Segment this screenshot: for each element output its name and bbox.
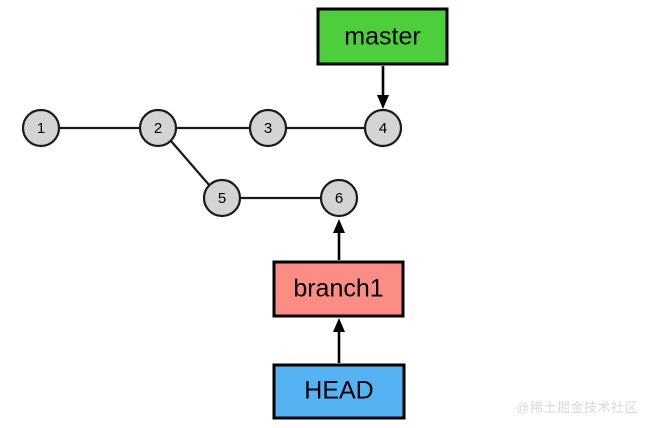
- head-arrow-head: [333, 318, 345, 332]
- commit-5-label: 5: [218, 190, 226, 207]
- commit-3-label: 3: [264, 120, 272, 137]
- edge-2-5: [170, 140, 211, 187]
- branch1-box-rect[interactable]: [272, 260, 405, 318]
- ref-branch1[interactable]: branch1: [272, 260, 405, 318]
- commit-3-circle[interactable]: [248, 108, 288, 148]
- commit-2-label: 2: [154, 120, 162, 137]
- commit-node-1[interactable]: 1: [21, 108, 61, 148]
- watermark: @稀土掘金技术社区: [516, 400, 638, 415]
- head-to-branch1-arrow: [333, 318, 345, 363]
- ref-boxes: master branch1 HEAD: [272, 7, 449, 420]
- head-box-label: HEAD: [304, 377, 373, 405]
- commit-node-2[interactable]: 2: [138, 108, 178, 148]
- master-arrow-head: [377, 95, 389, 109]
- branch1-box-label: branch1: [293, 275, 383, 303]
- commit-4-circle[interactable]: [363, 108, 403, 148]
- branch1-to-commit6-arrow: [333, 219, 345, 260]
- commit-1-circle[interactable]: [21, 108, 61, 148]
- commit-5-circle[interactable]: [202, 178, 242, 218]
- head-box-rect[interactable]: [272, 363, 406, 420]
- ref-master[interactable]: master: [316, 7, 449, 66]
- pointer-arrows: [333, 66, 389, 363]
- commit-6-label: 6: [335, 190, 343, 207]
- commit-4-label: 4: [379, 120, 387, 137]
- commit-2-circle[interactable]: [138, 108, 178, 148]
- branch1-arrow-head: [333, 219, 345, 233]
- commit-edges: [59, 126, 365, 200]
- commit-node-4[interactable]: 4: [363, 108, 403, 148]
- commit-node-6[interactable]: 6: [319, 178, 359, 218]
- commit-node-5[interactable]: 5: [202, 178, 242, 218]
- commit-node-3[interactable]: 3: [248, 108, 288, 148]
- commit-nodes: 1 2 3 4 5 6: [21, 108, 403, 218]
- commit-1-label: 1: [37, 120, 45, 137]
- commit-6-circle[interactable]: [319, 178, 359, 218]
- ref-head[interactable]: HEAD: [272, 363, 406, 420]
- master-box-rect[interactable]: [316, 7, 449, 66]
- master-box-label: master: [344, 23, 420, 51]
- master-to-commit4-arrow: [377, 66, 389, 109]
